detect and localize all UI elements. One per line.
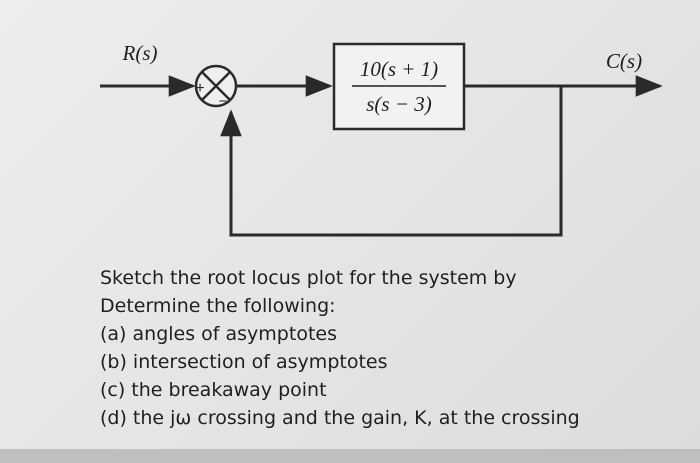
tf-numerator: 10(s + 1) [360,57,438,81]
block-diagram: + − 10(s + 1) s(s − 3) R(s) C(s) [100,41,663,237]
minus-sign: − [219,93,228,110]
output-label: C(s) [606,49,642,73]
question-intro: Sketch the root locus plot for the syste… [100,267,517,289]
question-item-b: (b) intersection of asymptotes [100,351,388,373]
question-text: Sketch the root locus plot for the syste… [100,264,680,432]
feedback-path [220,86,563,237]
question-lead: Determine the following: [100,295,336,317]
input-label: R(s) [122,41,158,65]
screen-bezel [0,449,700,463]
question-item-a: (a) angles of asymptotes [100,323,337,345]
question-item-c: (c) the breakaway point [100,379,327,401]
tf-denominator: s(s − 3) [366,92,432,116]
plus-sign: + [195,80,204,97]
question-item-d: (d) the jω crossing and the gain, K, at … [100,407,580,429]
